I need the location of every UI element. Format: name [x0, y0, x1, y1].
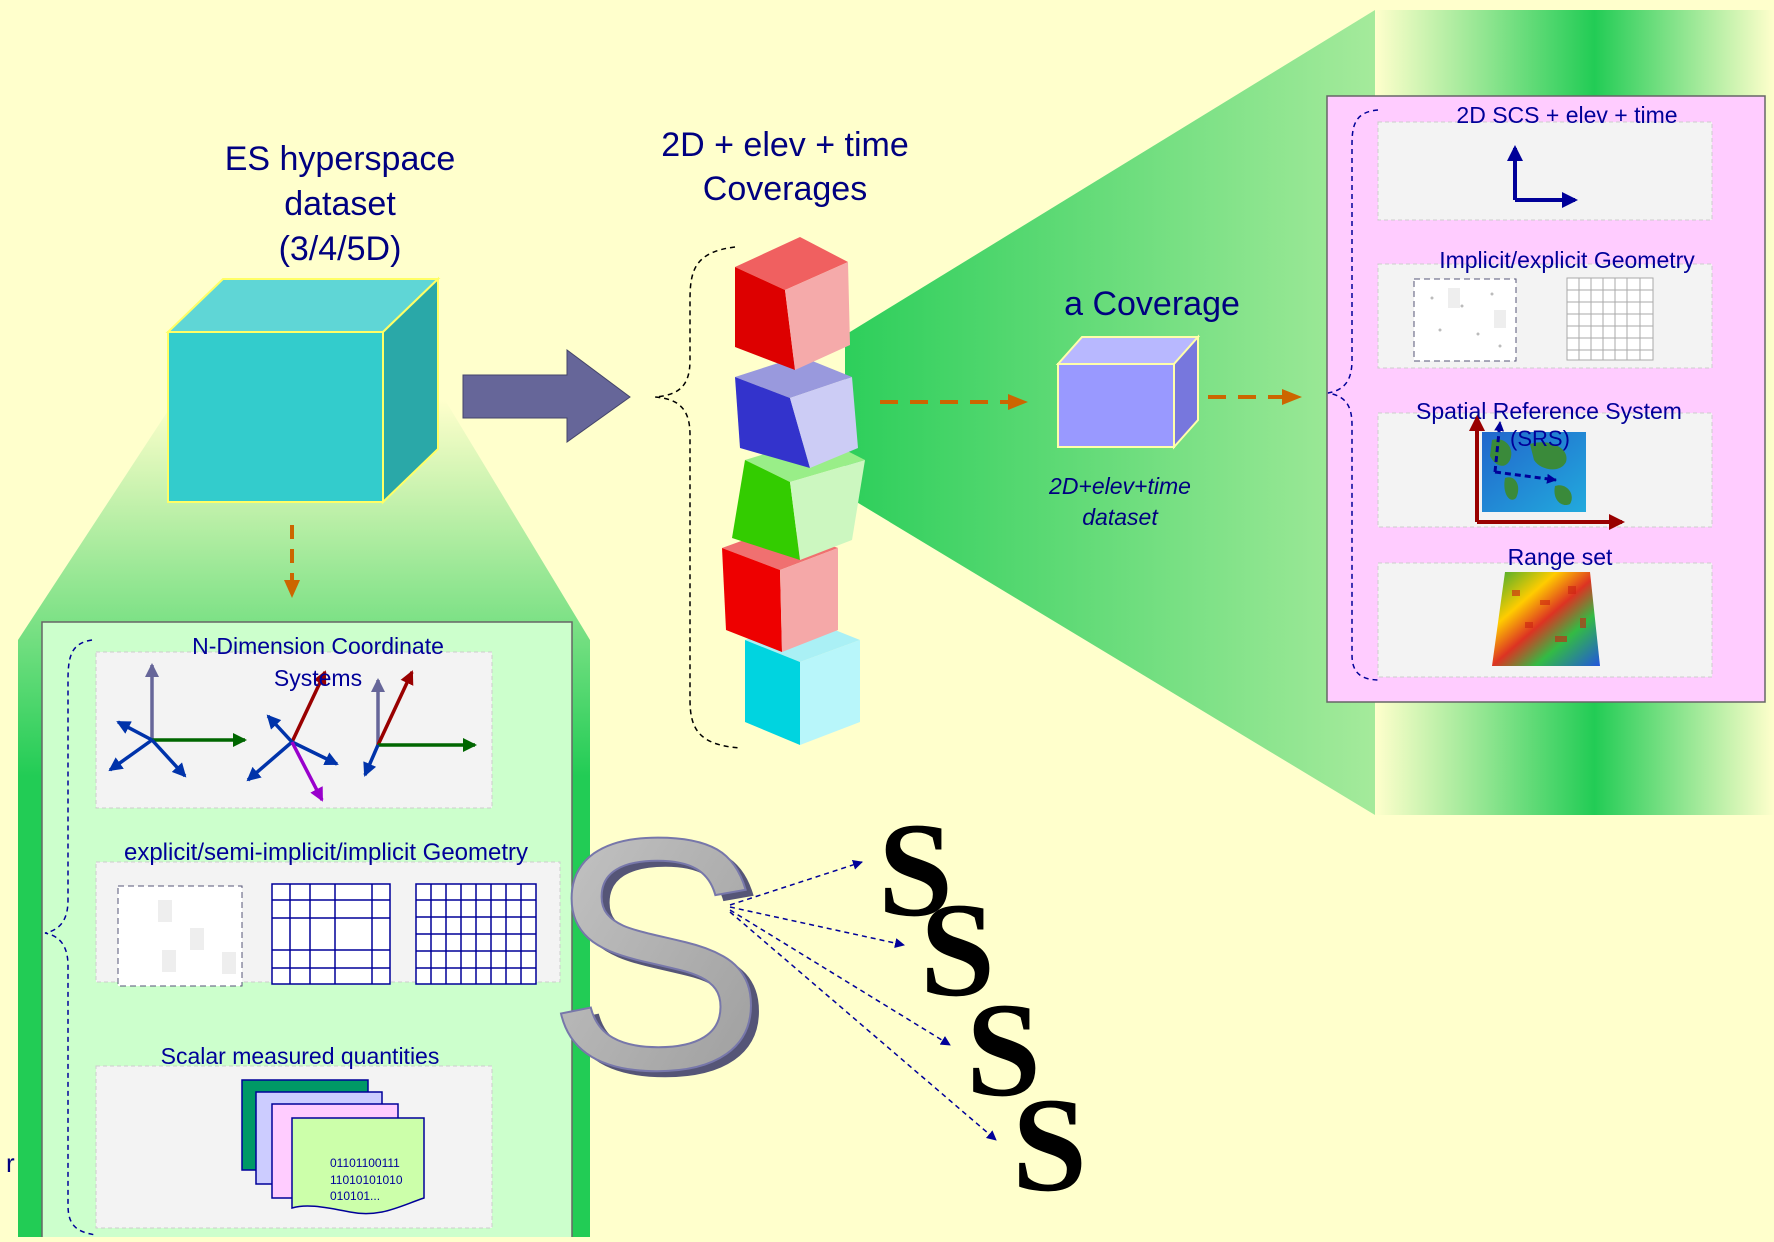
right-geometry-grid: [1566, 277, 1654, 361]
binary-line3: 010101...: [330, 1189, 380, 1203]
coverages-title-line1: 2D + elev + time: [661, 126, 909, 164]
right-section-geometry-label: Implicit/explicit Geometry: [1439, 247, 1695, 273]
coverage-stack: [722, 237, 865, 745]
axes-icon-3: [363, 670, 477, 777]
srs-obscured-text: (SRS): [1510, 426, 1570, 451]
right-section-scs-label: 2D SCS + elev + time: [1456, 102, 1677, 128]
axes-icon-1: [108, 663, 247, 778]
coverage-cube: [1055, 334, 1201, 450]
fanout-arrows: [729, 860, 997, 1141]
right-panel: 2D SCS + elev + time Implicit/explicit G…: [1326, 95, 1766, 703]
left-section-ncs: [95, 651, 493, 809]
stack-cube-blue: [735, 356, 858, 468]
data-pages-stack: [241, 1079, 425, 1215]
small-s-2: S: [920, 876, 995, 1025]
small-s-3: S: [966, 976, 1041, 1125]
dataset-title-line2: dataset: [284, 185, 396, 223]
dataset-title-line3: (3/4/5D): [279, 230, 402, 268]
coverages-brace: [654, 246, 741, 749]
axes-icon-2: [246, 670, 339, 802]
small-s-4: S: [1012, 1071, 1087, 1220]
coverage-caption-line1: 2D+elev+time: [1048, 473, 1191, 499]
right-section-range-label: Range set: [1508, 544, 1613, 570]
srs-inner-x-axis: [1494, 470, 1557, 484]
arrowhead-to-panel: [1282, 389, 1302, 405]
left-section-geometry-label: explicit/semi-implicit/implicit Geometry: [124, 839, 528, 866]
dataset-title-line1: ES hyperspace: [225, 140, 456, 178]
left-panel-brace: [44, 639, 97, 1236]
left-section-ncs-label2: Systems: [274, 665, 362, 691]
left-geometry-semi-grid: [271, 883, 391, 985]
edge-text: r: [6, 1148, 15, 1178]
left-section-ncs-label1: N-Dimension Coordinate: [192, 633, 444, 659]
left-geometry-dots: [158, 900, 236, 974]
left-section-scalar-label: Scalar measured quantities: [161, 1043, 440, 1069]
coverage-title: a Coverage: [1064, 285, 1240, 323]
stack-cube-red-top: [735, 237, 850, 370]
range-set-texture: [1512, 586, 1586, 642]
es-hyperspace-cube: [165, 276, 441, 505]
big-s-letter: S: [546, 769, 766, 1138]
left-geometry-scatter: [117, 885, 243, 987]
stack-cube-green: [732, 437, 865, 560]
srs-inner-y-axis: [1493, 421, 1505, 473]
right-panel-brace: [1327, 109, 1381, 681]
binary-line1: 01101100111: [330, 1156, 400, 1170]
coverages-title-line2: Coverages: [703, 170, 867, 208]
arrowhead-to-coverage: [1008, 394, 1028, 410]
binary-line2: 11010101010: [330, 1173, 403, 1187]
block-arrow: [462, 349, 631, 443]
big-s-shadow: S: [554, 775, 774, 1144]
small-s-1: S: [878, 796, 953, 945]
right-section-srs-label: Spatial Reference System: [1416, 398, 1682, 424]
left-geometry-grid: [415, 883, 537, 985]
coverage-caption-line2: dataset: [1082, 504, 1159, 530]
right-geometry-dots: [1430, 288, 1506, 348]
arrowhead-down: [284, 580, 300, 598]
left-panel: N-Dimension Coordinate Systems explicit/…: [41, 621, 573, 1242]
right-section-scs: [1377, 121, 1713, 221]
